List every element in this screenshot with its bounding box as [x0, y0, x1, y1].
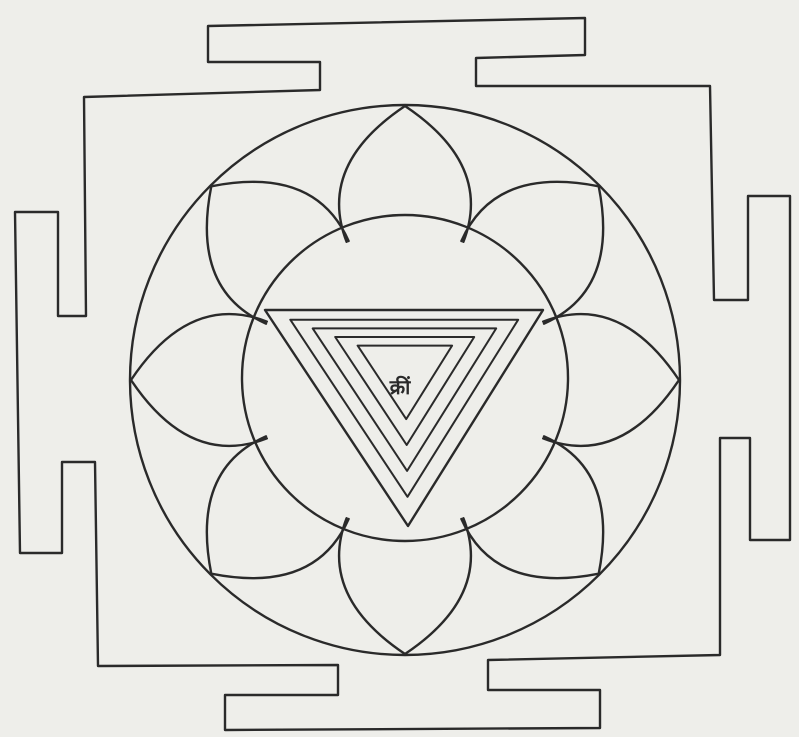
petal-5: [339, 518, 471, 654]
bija-syllable: क्रीं: [389, 375, 411, 399]
petal-6: [207, 436, 349, 578]
petal-2: [461, 182, 603, 324]
petal-8: [207, 182, 349, 324]
petal-3: [543, 314, 679, 446]
petal-7: [131, 314, 267, 446]
petal-4: [461, 436, 603, 578]
nested-triangles: [265, 310, 543, 526]
triangle-1: [265, 310, 543, 526]
